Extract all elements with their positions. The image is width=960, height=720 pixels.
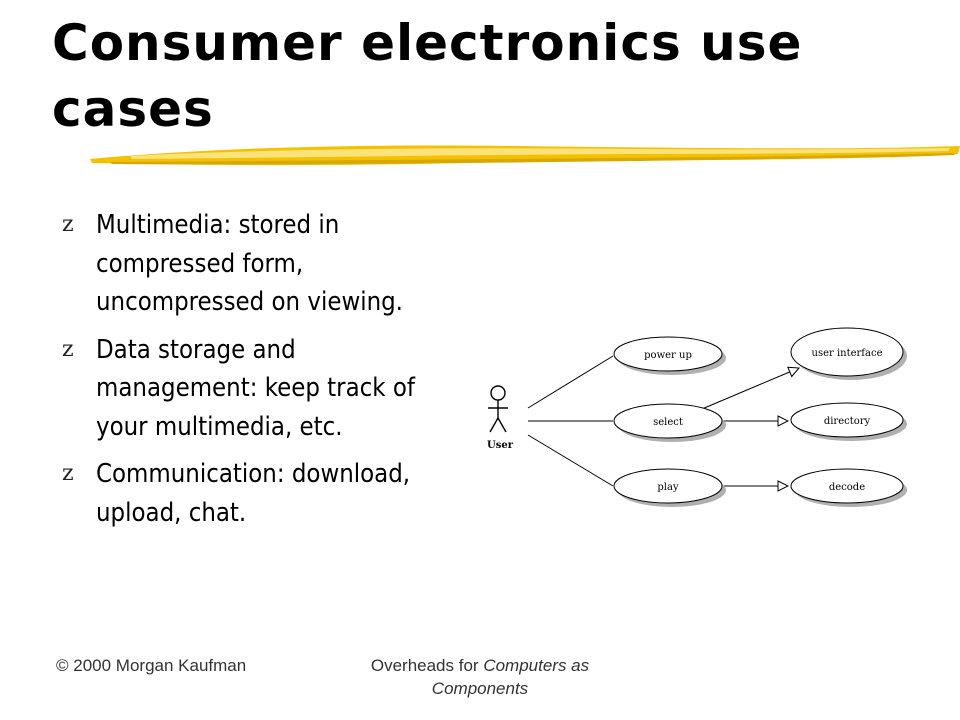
use-case-directory: directory xyxy=(790,402,907,441)
use-case-select-oval xyxy=(613,403,723,439)
bullet-text-multimedia: Multimedia: stored in compressed form, u… xyxy=(96,210,403,317)
bullet-item: z Multimedia: stored in compressed form,… xyxy=(62,206,462,322)
bullet-item: z Communication: download, upload, chat. xyxy=(62,455,462,532)
bullet-item: z Data storage and management: keep trac… xyxy=(62,331,462,447)
use-case-select-label: select xyxy=(653,417,683,428)
use-case-user-interface-label: user interface xyxy=(812,348,883,359)
use-case-play: play xyxy=(613,468,726,507)
association-user-play xyxy=(527,434,614,487)
bullet-list: z Multimedia: stored in compressed form,… xyxy=(62,206,462,541)
use-case-user-interface: user interface xyxy=(790,327,907,380)
slide-title-line-1: Consumer electronics use xyxy=(52,14,803,72)
use-case-power-up-label: power up xyxy=(644,350,692,361)
use-case-play-label: play xyxy=(657,482,679,493)
use-case-play-oval xyxy=(613,468,723,504)
use-case-power-up: power up xyxy=(613,336,726,375)
actor-left-leg xyxy=(489,417,499,433)
actor-head xyxy=(490,385,506,401)
footer-course-title: Overheads for Computers as Components xyxy=(350,654,610,700)
dependency-select-user-interface xyxy=(701,368,799,410)
use-case-decode-oval xyxy=(790,468,904,504)
use-case-directory-label: directory xyxy=(824,416,871,427)
use-case-power-up-oval xyxy=(613,336,723,372)
use-case-decode-label: decode xyxy=(829,482,865,493)
title-underline-brushstroke xyxy=(90,145,960,166)
footer-copyright: © 2000 Morgan Kaufman xyxy=(56,656,247,675)
use-case-directory-oval xyxy=(790,402,904,438)
bullet-marker: z xyxy=(62,212,74,237)
use-case-diagram: User power up select play user interface… xyxy=(487,327,907,507)
use-case-select: select xyxy=(613,403,726,442)
bullet-marker: z xyxy=(62,461,74,486)
brushstroke-shade xyxy=(110,153,955,165)
association-user-power-up xyxy=(527,355,614,409)
footer-book-title: Computers as Components xyxy=(431,656,590,698)
bullet-text-communication: Communication: download, upload, chat. xyxy=(96,459,411,528)
bullet-marker: z xyxy=(62,336,74,362)
actor-right-leg xyxy=(497,417,507,433)
use-case-user-interface-oval xyxy=(790,327,904,377)
brushstroke-highlight xyxy=(130,148,950,159)
slide-title: Consumer electronics use cases xyxy=(52,10,932,142)
bullet-text-data-storage: Data storage and management: keep track … xyxy=(96,334,415,442)
use-case-decode: decode xyxy=(790,468,907,507)
slide-title-line-2: cases xyxy=(52,80,214,138)
footer-course-prefix: Overheads for xyxy=(370,656,484,675)
actor-user-icon xyxy=(488,385,508,433)
actor-label: User xyxy=(487,440,514,451)
